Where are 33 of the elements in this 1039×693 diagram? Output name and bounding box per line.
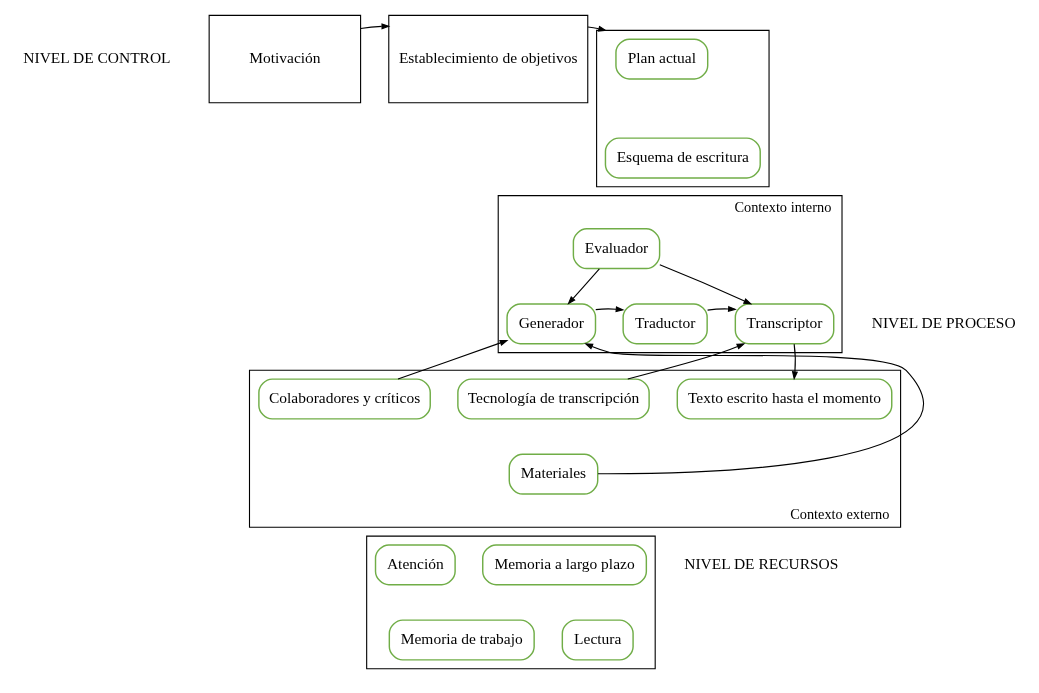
node-box: Materiales [508,453,599,495]
label: NIVEL DE PROCESO [871,313,1016,331]
cluster [366,535,656,670]
label: NIVEL DE CONTROL [23,49,171,67]
arrow [595,306,625,313]
arrow [587,25,608,32]
node-box: Establecimiento de objetivos [388,14,589,104]
node-box: Plan actual [615,38,709,80]
node-box: Esquema de escritura [604,137,761,179]
node-box: Motivación [208,14,362,104]
node-box: Colaboradores y críticos [258,378,431,420]
node-box: Generador [506,303,597,345]
node-box: Memoria a largo plazo [482,544,648,586]
node-box: Traductor [622,303,708,345]
node-box: Lectura [561,619,634,661]
arrow [627,343,746,380]
node-box: Transcriptor [734,303,835,345]
arrow [659,264,753,305]
node-box: Memoria de trabajo [388,619,535,661]
arrow [707,305,737,313]
node-label: Contexto interno [734,198,832,215]
arrow [791,343,799,381]
arrow [397,340,509,380]
arrow [584,343,924,475]
label: NIVEL DE RECURSOS [684,554,839,572]
node-box: Atención [374,544,456,586]
node-box: Evaluador [572,228,661,270]
node-box: Tecnología de transcripción [457,378,650,420]
cluster [596,29,770,188]
node-label: Contexto externo [790,505,890,522]
node-box: Texto escrito hasta el momento [676,378,893,420]
arrow [567,268,600,305]
arrow [360,23,391,30]
